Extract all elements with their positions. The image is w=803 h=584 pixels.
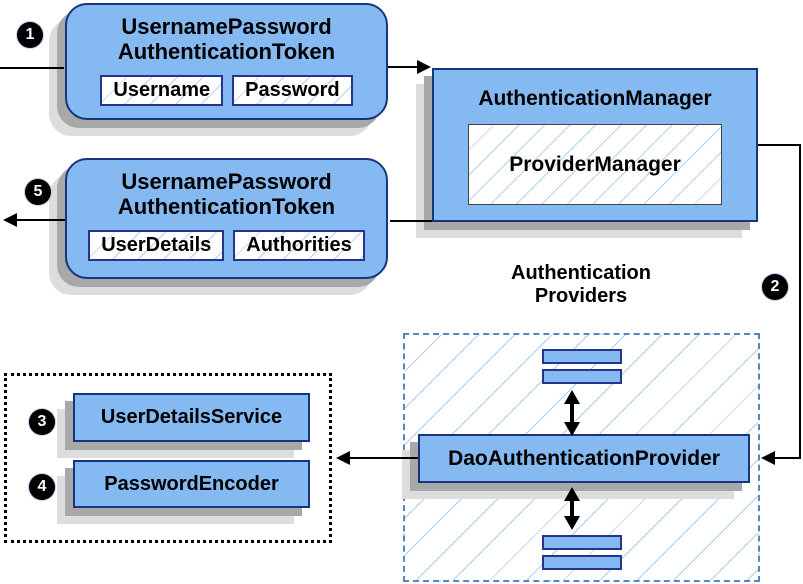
- providers-heading-line1: Authentication: [511, 262, 651, 284]
- step-2-marker: 2: [762, 274, 788, 300]
- arrowhead-left-icon: [3, 213, 17, 227]
- authentication-manager-box: AuthenticationManager ProviderManager: [432, 68, 758, 222]
- result-token-title-line1: UsernamePassword: [121, 169, 332, 194]
- request-token-box: UsernamePassword AuthenticationToken Use…: [65, 3, 388, 120]
- dao-authentication-provider-box: DaoAuthenticationProvider: [418, 434, 750, 483]
- provider-slot-bar: [542, 349, 622, 364]
- request-token-title-line2: AuthenticationToken: [117, 39, 336, 64]
- services-dotted-container: [4, 373, 332, 543]
- arrowhead-left-icon: [336, 451, 350, 465]
- step-5-marker: 5: [25, 179, 51, 205]
- request-token-title-line1: UsernamePassword: [121, 14, 332, 39]
- provider-slot-bar: [542, 555, 622, 570]
- step-4-marker: 4: [29, 474, 55, 500]
- authentication-providers-heading: Authentication Providers: [461, 262, 701, 308]
- username-field-box: Username: [100, 75, 224, 106]
- request-token-fields: Username Password: [100, 75, 353, 106]
- arrowhead-right-icon: [417, 60, 431, 74]
- arrow-manager-to-dao: [758, 144, 801, 459]
- authorities-field-box: Authorities: [233, 230, 365, 261]
- user-details-service-box: UserDetailsService: [73, 393, 310, 442]
- providers-heading-line2: Providers: [534, 285, 628, 307]
- result-token-title-line2: AuthenticationToken: [117, 194, 336, 219]
- request-token-title: UsernamePassword AuthenticationToken: [118, 14, 335, 64]
- provider-slot-bar: [542, 369, 622, 384]
- provider-manager-box: ProviderManager: [468, 124, 722, 205]
- step-3-marker: 3: [29, 409, 55, 435]
- password-field-box: Password: [232, 75, 353, 106]
- authentication-manager-title: AuthenticationManager: [478, 87, 712, 110]
- step-1-marker: 1: [17, 22, 43, 48]
- arrowhead-left-icon: [761, 451, 775, 465]
- userdetails-field-box: UserDetails: [88, 230, 225, 261]
- result-token-title: UsernamePassword AuthenticationToken: [118, 169, 335, 219]
- result-token-box: UsernamePassword AuthenticationToken Use…: [65, 158, 388, 279]
- result-token-fields: UserDetails Authorities: [88, 230, 365, 261]
- provider-slot-bar: [542, 535, 622, 550]
- password-encoder-box: PasswordEncoder: [73, 460, 310, 508]
